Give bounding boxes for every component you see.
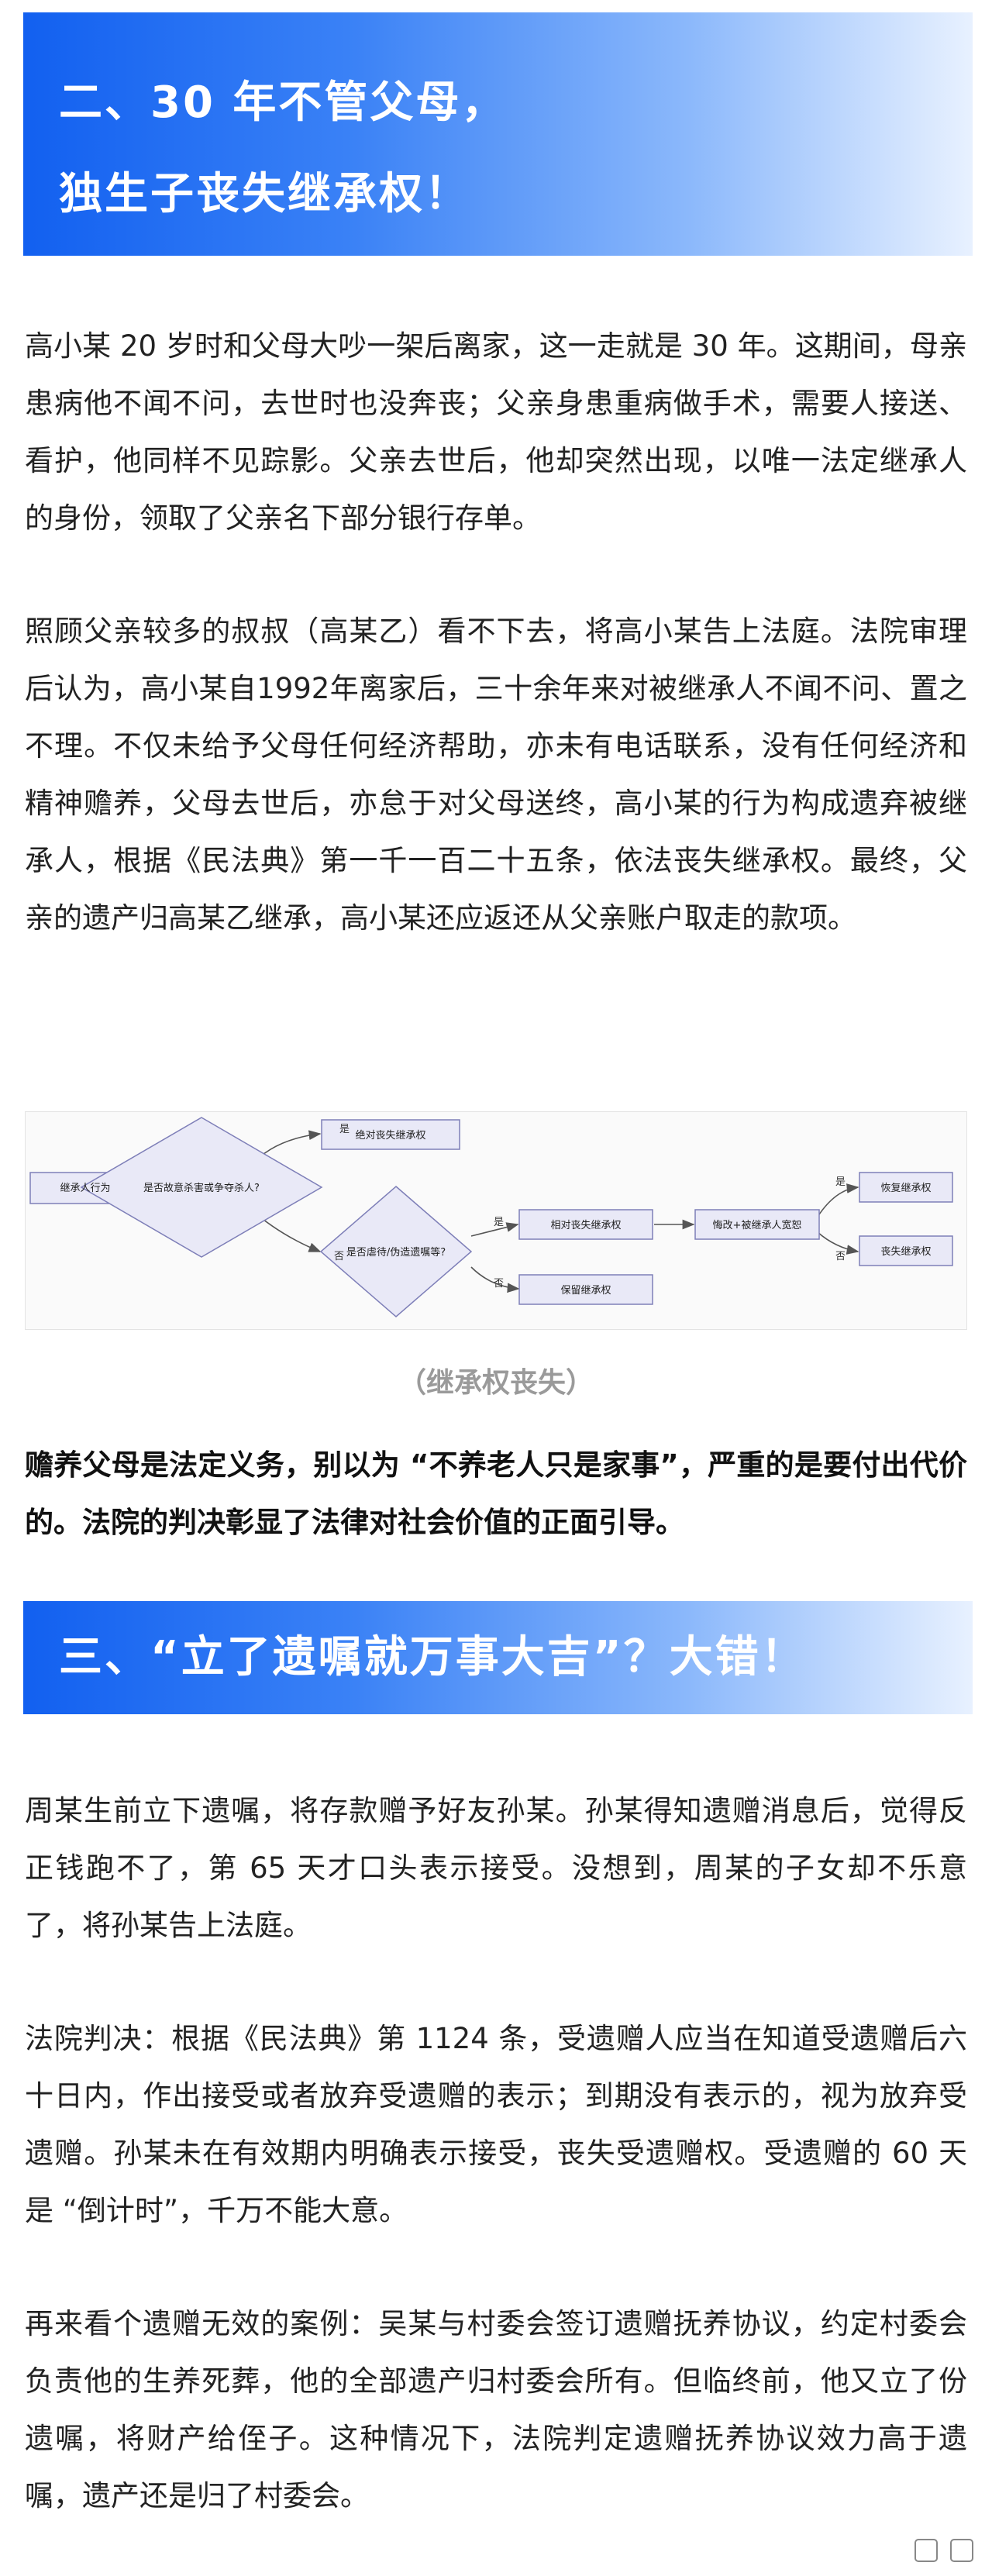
node-decision-1-label: 是否故意杀害或争夺杀人? <box>143 1182 260 1194</box>
node-relative-loss <box>518 1209 653 1240</box>
paragraph-case-3: 再来看个遗赠无效的案例：吴某与村委会签订遗赠抚养协议，约定村委会负责他的生养死葬… <box>25 2307 967 2512</box>
figure-caption: （继承权丧失） <box>398 1367 594 1399</box>
flowchart-figure: 继承人行为 是否故意杀害或争夺杀人? 绝对丧失继承权 是否虐待/伪造遗嘱等? 相… <box>25 1111 967 1330</box>
node-lose-label: 丧失继承权 <box>880 1245 931 1258</box>
node-decision-abuse-forgery <box>319 1186 473 1317</box>
node-lose-inheritance <box>859 1235 953 1266</box>
paragraph-case-2-story: 周某生前立下遗嘱，将存款赠予好友孙某。孙某得知遗赠消息后，觉得反正钱跑不了，第 … <box>25 1794 967 1942</box>
node-absolute-loss <box>321 1119 460 1150</box>
node-keep-label: 保留继承权 <box>560 1284 611 1297</box>
inheritance-loss-flowchart: 继承人行为 是否故意杀害或争夺杀人? 绝对丧失继承权 是否虐待/伪造遗嘱等? 相… <box>29 1117 953 1317</box>
section-2-title-line-1: 二、30 年不管父母， <box>59 77 508 128</box>
node-decision-intentional-killing <box>80 1117 323 1258</box>
expand-icon[interactable] <box>914 2539 938 2562</box>
node-keep-inheritance <box>518 1274 653 1305</box>
section-2-title-line-2: 独生子丧失继承权！ <box>59 169 470 219</box>
section-2-heading: 二、30 年不管父母， 独生子丧失继承权！ <box>23 12 973 256</box>
paragraph-case-2-ruling: 法院判决：根据《民法典》第 1124 条，受遗赠人应当在知道受遗赠后六十日内，作… <box>25 2022 967 2227</box>
node-restore-inheritance <box>859 1172 953 1203</box>
section-3-title: 三、“立了遗嘱就万事大吉”？大错！ <box>59 1632 807 1682</box>
node-absolute-loss-label: 绝对丧失继承权 <box>355 1129 425 1142</box>
edge-label-no-3: 否 <box>835 1251 846 1262</box>
section-3-heading: 三、“立了遗嘱就万事大吉”？大错！ <box>23 1601 973 1714</box>
paragraph-summary-bold: 赡养父母是法定义务，别以为 “不养老人只是家事”，严重的是要付出代价的。法院的判… <box>25 1448 967 1539</box>
node-relative-loss-label: 相对丧失继承权 <box>550 1219 621 1231</box>
node-start-label: 继承人行为 <box>60 1183 110 1194</box>
flow-edge <box>470 1222 519 1237</box>
flow-edge <box>817 1183 859 1217</box>
edge-label-yes-2: 是 <box>494 1217 504 1228</box>
edge-label-no-2: 否 <box>494 1278 504 1290</box>
edge-label-no-1: 否 <box>334 1251 344 1262</box>
node-repent-label: 悔改+被继承人宽恕 <box>713 1219 802 1231</box>
node-restore-label: 恢复继承权 <box>880 1182 931 1194</box>
flow-edge <box>470 1266 520 1293</box>
paragraph-case-1-ruling: 照顾父亲较多的叔叔（高某乙）看不下去，将高小某告上法庭。法院审理后认为，高小某自… <box>25 615 967 935</box>
edge-label-yes-1: 是 <box>339 1124 350 1135</box>
edge-label-yes-3: 是 <box>835 1176 846 1188</box>
node-repent-forgiven <box>694 1209 820 1240</box>
flow-edge <box>817 1231 859 1255</box>
copy-icon[interactable] <box>950 2539 973 2562</box>
paragraph-case-1-story: 高小某 20 岁时和父母大吵一架后离家，这一走就是 30 年。这期间，母亲患病他… <box>25 329 967 535</box>
node-decision-2-label: 是否虐待/伪造遗嘱等? <box>346 1246 446 1259</box>
